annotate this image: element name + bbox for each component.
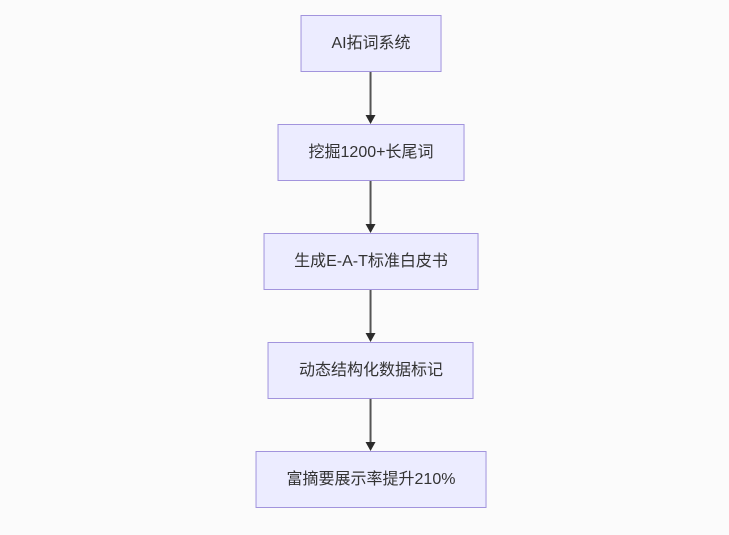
arrow-shaft (370, 181, 372, 224)
flow-node-label: 生成E-A-T标准白皮书 (294, 252, 448, 270)
flow-column: AI拓词系统 挖掘1200+长尾词 生成E-A-T标准白皮书 动态结构化数据标记 (255, 15, 487, 508)
flow-node-label: 挖掘1200+长尾词 (308, 143, 434, 161)
flow-arrow (366, 290, 376, 342)
arrow-shaft (370, 290, 372, 333)
arrowhead-down-icon (366, 115, 376, 124)
flow-arrow (366, 399, 376, 451)
flow-node-eat-whitepaper: 生成E-A-T标准白皮书 (263, 233, 479, 290)
flow-node-label: 动态结构化数据标记 (298, 361, 443, 379)
arrow-shaft (370, 399, 372, 442)
flow-node-ai-word-system: AI拓词系统 (300, 15, 442, 72)
arrowhead-down-icon (366, 333, 376, 342)
flow-node-rich-snippet-result: 富摘要展示率提升210% (255, 451, 487, 508)
arrow-shaft (370, 72, 372, 115)
flow-node-structured-data: 动态结构化数据标记 (267, 342, 474, 399)
flow-arrow (366, 72, 376, 124)
arrowhead-down-icon (366, 224, 376, 233)
flow-node-label: 富摘要展示率提升210% (286, 470, 456, 488)
arrowhead-down-icon (366, 442, 376, 451)
flow-node-label: AI拓词系统 (331, 34, 411, 52)
flow-node-longtail-mining: 挖掘1200+长尾词 (277, 124, 465, 181)
flow-arrow (366, 181, 376, 233)
